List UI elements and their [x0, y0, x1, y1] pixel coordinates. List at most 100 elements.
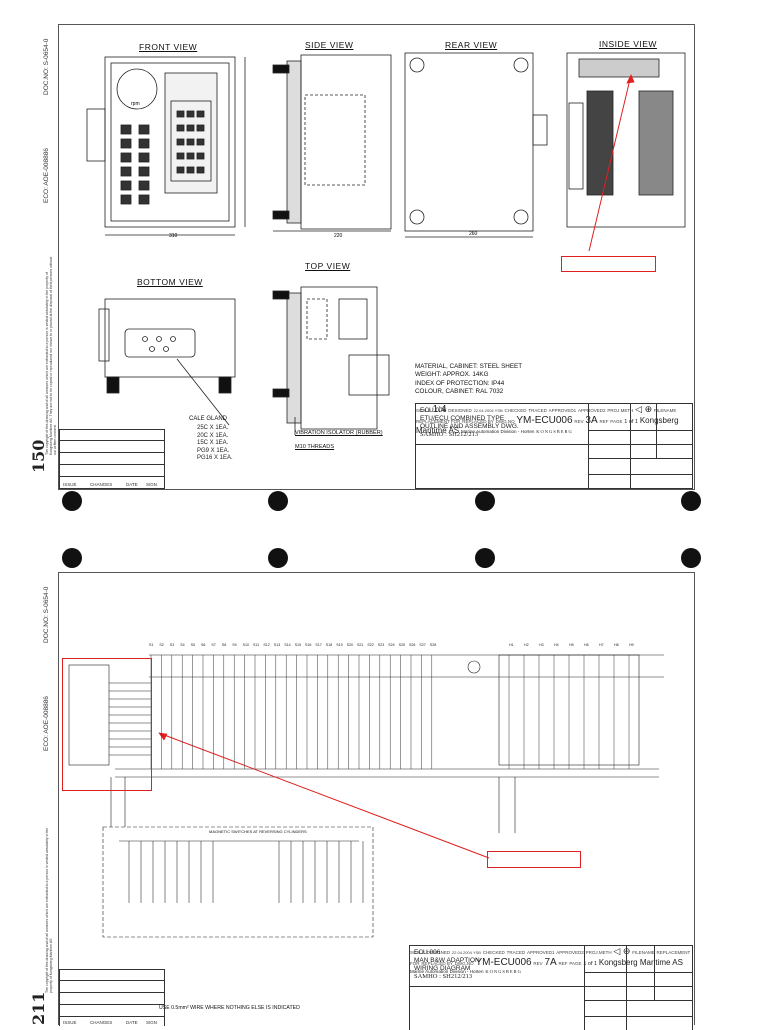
- projection-icon: ◁ ⊕: [613, 946, 631, 956]
- approved2-label: APPROVED2: [577, 408, 606, 413]
- terminal-label: S26: [409, 643, 416, 647]
- terminal-label: H9: [629, 643, 634, 647]
- traced-label: TRACED: [528, 408, 547, 413]
- dwg-no-label: DWG.NO: [454, 961, 474, 966]
- ref-label: REF: [558, 961, 568, 966]
- traced-label: TRACED: [506, 950, 526, 955]
- rev-head-changes: CHANGES: [90, 1020, 113, 1025]
- company-division: Marine Automation Division - Horten: [410, 969, 484, 974]
- terminal-label: H7: [599, 643, 604, 647]
- rev-head-issue: ISSUE: [63, 1020, 77, 1025]
- designed-label: DESIGNED: [426, 950, 451, 955]
- punch-hole: [681, 491, 701, 511]
- terminal-label: S13: [273, 643, 281, 647]
- rev-head-date: DATE: [126, 482, 138, 487]
- punch-hole: [475, 548, 495, 568]
- terminal-label: S1: [149, 643, 154, 647]
- page-label: PAGE: [610, 419, 623, 424]
- terminal-label: H5: [569, 643, 574, 647]
- handwritten-page-number: 150: [29, 439, 48, 473]
- rev-label: REV: [574, 419, 584, 424]
- terminal-label: S25: [398, 643, 405, 647]
- magnetic-switches-caption: MAGNETIC SWITCHES AT REVERSING CYLINDERS: [209, 829, 307, 834]
- company-name: Kongsberg Maritime AS: [416, 416, 679, 435]
- scale-label: SCALE: [416, 408, 431, 413]
- proj-meth-label: PROJ.METH: [607, 408, 634, 413]
- copyright-notice: The copyright of this drawing and of all…: [45, 256, 57, 455]
- ref-label: REF: [599, 419, 609, 424]
- terminal-label: S15: [294, 643, 301, 647]
- terminal-label: S5: [190, 643, 195, 647]
- replaced-by-label: REPLACED BY: [421, 961, 453, 966]
- rev-head-issue: ISSUE: [63, 482, 77, 487]
- terminal-label: S16: [305, 643, 312, 647]
- terminal-label: S10: [242, 643, 249, 647]
- cable-gland-item: 25C X 1EA.: [197, 425, 229, 431]
- highlight-box-connector: [62, 658, 152, 791]
- eco-number: ECO: AOE-008886: [43, 696, 50, 751]
- eco-number: ECO: AOE-008886: [43, 148, 50, 203]
- dim-front-width: 310: [169, 233, 178, 239]
- terminal-label: S17: [315, 643, 322, 647]
- revision-table: ISSUE CHANGES DATE SIGN: [59, 429, 165, 489]
- copyright-notice: The copyright of this drawing and of all…: [45, 827, 53, 993]
- outline-drawing-sheet: DOC.NO: S-0654-0 ECO: AOE-008886 The cop…: [29, 24, 695, 490]
- terminal-label: S2: [159, 643, 164, 647]
- threads-label: M10 THREADS: [295, 444, 335, 450]
- inside-view-label: INSIDE VIEW: [599, 39, 657, 49]
- logo-wordmark: KONGSBERG: [536, 429, 573, 434]
- title-line: ECU 006: [420, 407, 447, 414]
- rev-head-changes: CHANGES: [90, 482, 113, 487]
- title-lines: ECU 006 ETU/ECU COMBINED TYPE OUTLINE AN…: [420, 407, 519, 439]
- terminal-label: S12: [263, 643, 270, 647]
- wire-note: USE 0.5mm² WIRE WHERE NOTHING ELSE IS IN…: [159, 1005, 300, 1011]
- revision-table: ISSUE CHANGES DATE SIGN: [59, 969, 165, 1026]
- terminal-label: H1: [509, 643, 514, 647]
- title-line: SAMHO : SH212/213: [414, 973, 473, 980]
- terminal-label: S9: [232, 643, 237, 647]
- terminal-label: S20: [346, 643, 353, 647]
- company-division: Marine Automation Division - Horten: [460, 429, 535, 434]
- terminal-label: H2: [524, 643, 529, 647]
- terminal-label: S28: [429, 643, 437, 647]
- cable-gland-item: 15C X 1EA.: [197, 440, 229, 447]
- terminal-label: S7: [211, 643, 216, 647]
- terminal-label: H6: [584, 643, 589, 647]
- designed-label: DESIGNED: [448, 408, 472, 413]
- terminal-label: S21: [357, 643, 364, 647]
- approved1-label: APPROVED1: [526, 950, 555, 955]
- replaced-by-label: REPLACED BY: [462, 419, 494, 424]
- cable-gland-item: PG16 X 1EA.: [197, 455, 233, 462]
- scale-value: 1:4: [432, 404, 447, 415]
- title-line: MAN B&W ADAPTION: [414, 957, 480, 964]
- rev-value: 3A: [585, 415, 598, 426]
- proj-meth-label: PROJ.METH: [585, 950, 612, 955]
- dwg-no-value: YM-ECU006: [516, 415, 573, 426]
- title-block: ECU 006 MAN B&W ADAPTION WIRING DIAGRAM …: [409, 945, 693, 1030]
- rpm-gauge-unit: rpm: [131, 101, 140, 107]
- page-value: 1 of 1: [624, 419, 639, 425]
- terminal-label: S11: [253, 643, 260, 647]
- handwritten-page-number: 211: [29, 991, 48, 1025]
- terminal-label: S6: [201, 643, 206, 647]
- punch-hole: [62, 491, 82, 511]
- side-view-label: SIDE VIEW: [305, 40, 354, 50]
- vibration-isolator-label: VIBRATION ISOLATOR (RUBBER): [295, 430, 383, 436]
- terminal-label: S14: [284, 643, 291, 647]
- rev-value: 7A: [544, 957, 557, 968]
- doc-number: DOC.NO: S-0654-0: [43, 586, 50, 643]
- rev-head-date: DATE: [126, 1020, 138, 1025]
- bottom-view-label: BOTTOM VIEW: [137, 277, 203, 287]
- designed-value: 22.04.2004 YSB: [473, 408, 503, 413]
- page-label: PAGE: [569, 961, 582, 966]
- approved1-label: APPROVED1: [548, 408, 577, 413]
- replacement-for-label: REPLACEMENT FOR: [416, 419, 461, 424]
- cable-gland-item: PG9 X 1EA.: [197, 447, 230, 454]
- filename-label: FILENAME: [632, 950, 655, 955]
- terminal-label: S4: [180, 643, 185, 647]
- terminal-label: S22: [367, 643, 374, 647]
- terminal-label: S8: [221, 643, 227, 647]
- company-name: Kongsberg Maritime AS: [598, 958, 683, 967]
- cable-gland-list: 25C X 1EA. 20C X 1EA. 15C X 1EA. PG9 X 1…: [197, 425, 233, 463]
- highlight-box-inside: [561, 256, 656, 272]
